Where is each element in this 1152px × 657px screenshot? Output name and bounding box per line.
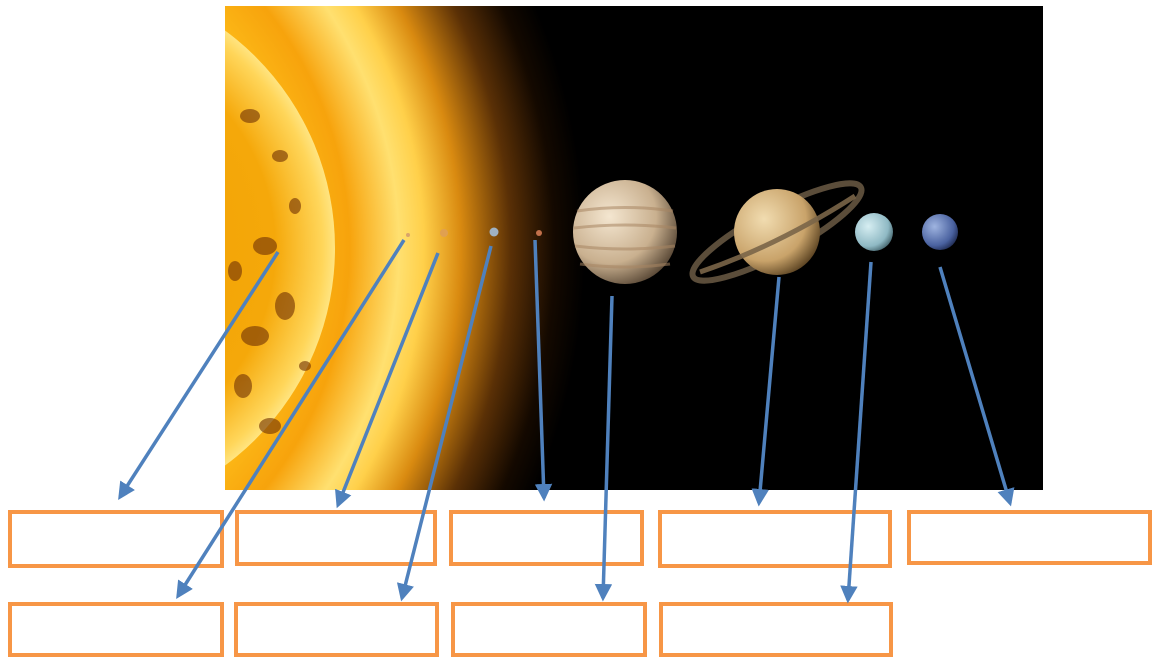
planet-icon	[406, 233, 410, 237]
answer-box[interactable]	[658, 510, 892, 568]
answer-box[interactable]	[907, 510, 1152, 565]
answer-box[interactable]	[235, 510, 437, 566]
answer-box[interactable]	[659, 602, 893, 657]
answer-box[interactable]	[8, 602, 224, 657]
answer-box[interactable]	[8, 510, 224, 568]
planet-icon	[440, 229, 448, 237]
planet-icon	[536, 230, 542, 236]
answer-box[interactable]	[234, 602, 439, 657]
ice-giant-icon	[922, 214, 958, 250]
ringed-planet-icon	[689, 180, 865, 284]
answer-box[interactable]	[449, 510, 644, 566]
solar-system-image	[225, 6, 1043, 490]
ice-giant-icon	[855, 213, 893, 251]
planet-icon	[489, 227, 499, 237]
gas-giant-icon	[573, 180, 677, 284]
answer-box[interactable]	[451, 602, 647, 657]
